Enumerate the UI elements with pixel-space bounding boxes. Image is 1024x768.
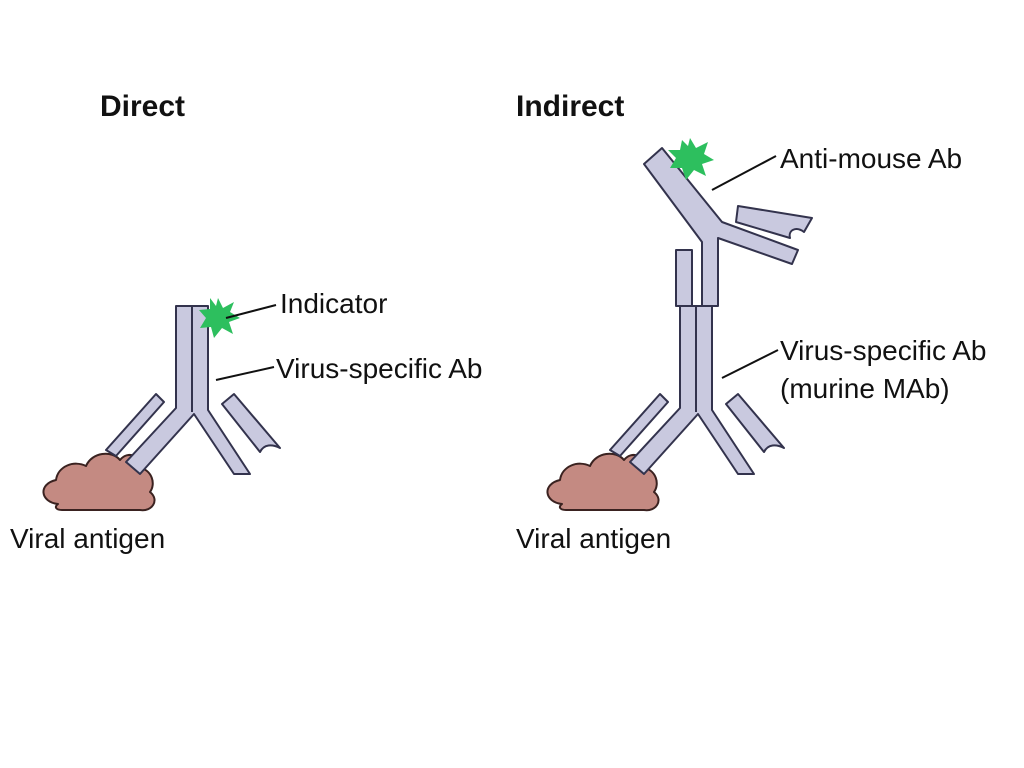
indirect-primary-label-line1: Virus-specific Ab: [780, 335, 986, 366]
direct-virus-specific-antibody: [105, 305, 281, 475]
indirect-secondary-label: Anti-mouse Ab: [780, 143, 962, 174]
direct-indicator-leader: [225, 304, 277, 319]
indirect-primary-label-line2: (murine MAb): [780, 373, 950, 404]
indirect-indicator-icon: [668, 138, 714, 180]
direct-antigen-label: Viral antigen: [10, 523, 165, 554]
direct-indicator-label: Indicator: [280, 288, 387, 319]
indirect-panel: Indirect Anti-mouse Ab Virus-specific Ab…: [516, 90, 986, 554]
indirect-primary-leader: [721, 349, 779, 379]
direct-antibody-label: Virus-specific Ab: [276, 353, 482, 384]
direct-title: Direct: [100, 90, 185, 123]
indirect-antigen-label: Viral antigen: [516, 523, 671, 554]
indirect-primary-antibody: [609, 305, 785, 475]
indirect-secondary-antibody: [643, 147, 813, 307]
indirect-title: Indirect: [516, 90, 624, 123]
indirect-secondary-leader: [711, 155, 777, 191]
direct-antibody-leader: [215, 366, 275, 381]
direct-indicator-icon: [199, 298, 240, 338]
direct-panel: Direct Indicator Virus-specific Ab Viral…: [10, 90, 482, 554]
